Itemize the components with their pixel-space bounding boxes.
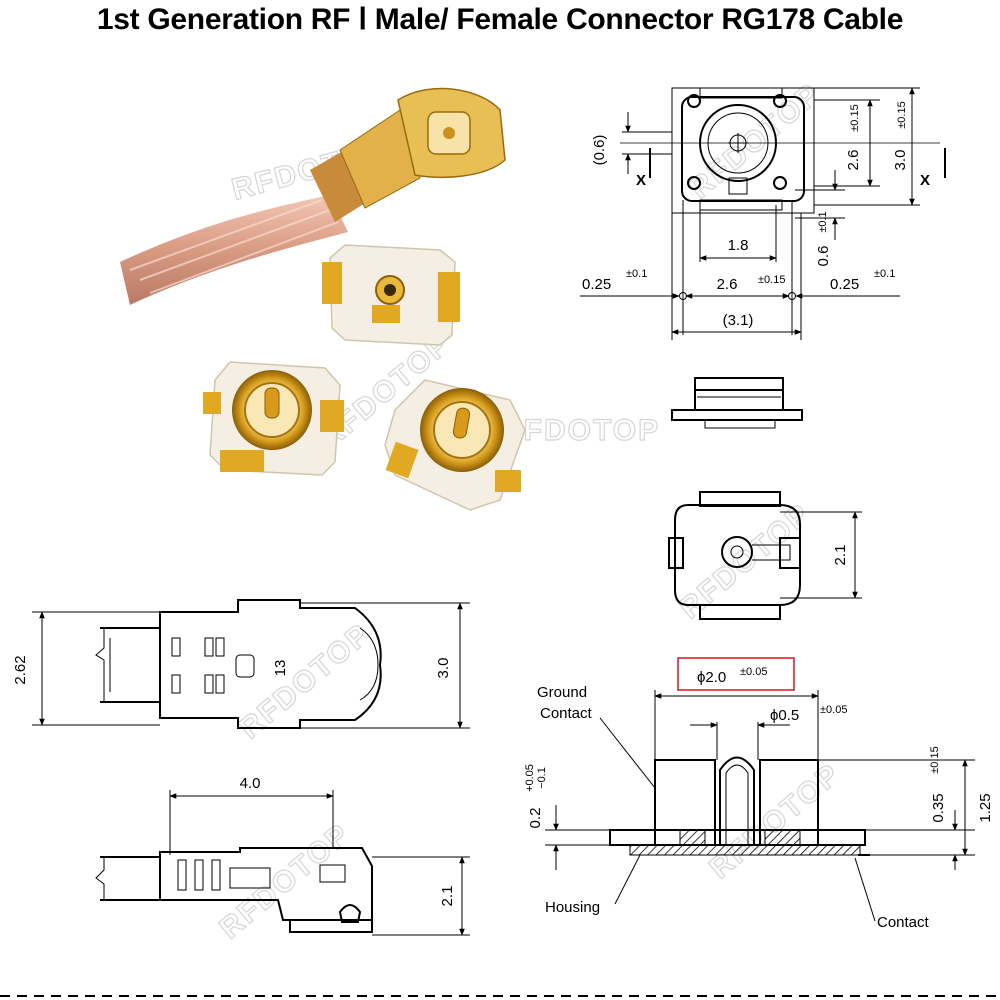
dim-1.8: 1.8 xyxy=(728,237,749,254)
receptacle-section-view: ϕ2.0 ±0.05 ϕ0.5 ±0.05 Ground Contact 0.2… xyxy=(524,657,994,931)
cable-plug-side-drawing: 4.0 2.1 xyxy=(95,775,470,936)
svg-text:±0.15: ±0.15 xyxy=(849,104,861,131)
crimp-ferrule xyxy=(310,150,370,222)
plug-top-view: 2.1 xyxy=(668,491,862,620)
section-mark-right: X xyxy=(920,172,930,189)
dim-0.6: (0.6) xyxy=(591,135,608,166)
dim-2.62: 2.62 xyxy=(12,655,29,684)
dim-4.0: 4.0 xyxy=(240,775,261,792)
receptacle-photo-right xyxy=(384,379,526,511)
svg-text:±0.1: ±0.1 xyxy=(874,268,895,280)
dim-phi-0.5: ϕ0.5 xyxy=(770,707,799,724)
watermark-text: RFDOTOP xyxy=(500,414,660,447)
ground-contact-label: Ground xyxy=(537,684,587,701)
dim-2.1-plug: 2.1 xyxy=(832,545,849,566)
dim-phi-2.0: ϕ2.0 xyxy=(697,669,726,686)
housing-label: Housing xyxy=(545,899,600,916)
cable-assembly-photo xyxy=(120,87,506,305)
watermark-text: RFDOTOP xyxy=(703,757,847,885)
svg-text:±0.05: ±0.05 xyxy=(820,704,847,716)
dim-0.2: 0.2 xyxy=(527,808,544,829)
dim-1.25: 1.25 xyxy=(977,793,994,822)
svg-text:±0.15: ±0.15 xyxy=(929,746,941,773)
watermark-text: RFDOTOP xyxy=(233,617,377,745)
svg-text:±0.05: ±0.05 xyxy=(740,666,767,678)
receptacle-side-view xyxy=(671,377,803,429)
svg-text:±0.15: ±0.15 xyxy=(896,101,908,128)
highlight-box xyxy=(677,657,795,691)
receptacle-photo-left xyxy=(203,361,344,476)
svg-text:±0.15: ±0.15 xyxy=(758,274,785,286)
watermark-text: RFDOTOP xyxy=(213,817,357,945)
watermark-text: RFDOTOP xyxy=(673,497,817,625)
dim-2.1-side: 2.1 xyxy=(439,886,456,907)
dim-3.0-plug: 3.0 xyxy=(435,658,452,679)
svg-text:+0.05: +0.05 xyxy=(524,764,536,792)
dim-0.25-left: 0.25 xyxy=(582,276,611,293)
dim-0.25-right: 0.25 xyxy=(830,276,859,293)
svg-text:−0.1: −0.1 xyxy=(536,767,548,789)
receptacle-photo-top xyxy=(322,244,460,346)
dim-2.6-vertical: 2.6 xyxy=(845,150,862,171)
contact-label: Contact xyxy=(877,914,930,931)
dim-3.0-vertical: 3.0 xyxy=(892,150,909,171)
dim-0.35: 0.35 xyxy=(930,793,947,822)
rg178-cable xyxy=(120,195,348,305)
dim-0.6-vertical: 0.6 xyxy=(815,246,832,267)
plug-marking-13: 13 xyxy=(272,660,289,677)
section-mark-left: X xyxy=(636,172,646,189)
dim-3.1: (3.1) xyxy=(723,312,754,329)
svg-text:±0.1: ±0.1 xyxy=(817,211,829,232)
svg-text:Contact: Contact xyxy=(540,705,593,722)
page-title: 1st Generation RF Ⅰ Male/ Female Connect… xyxy=(96,3,904,36)
receptacle-top-view: (0.6) X 2.6 ±0.15 3.0 ±0.15 X 1.8 0.6 ±0… xyxy=(580,87,946,340)
cable-plug-top-drawing: 13 2.62 3.0 xyxy=(12,599,470,729)
dim-2.6-horizontal: 2.6 xyxy=(717,276,738,293)
svg-text:±0.1: ±0.1 xyxy=(626,268,647,280)
